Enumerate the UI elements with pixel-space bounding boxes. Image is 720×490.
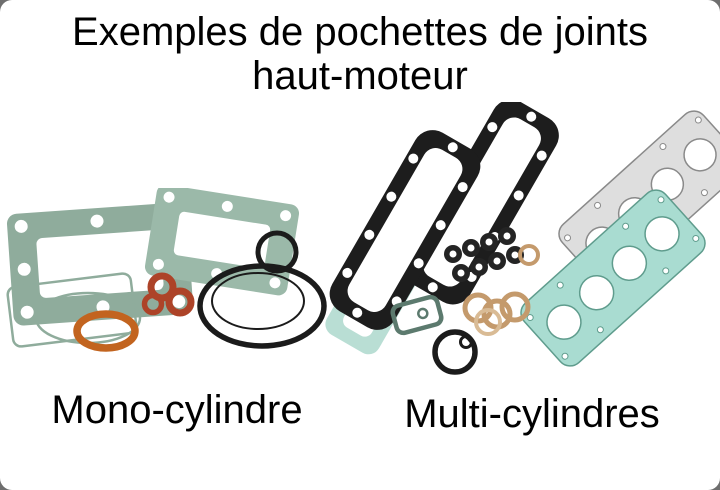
- black-orings: [197, 230, 327, 349]
- valve-stem-seals: [444, 227, 524, 282]
- caption-mono-cylinder: Mono-cylindre: [51, 388, 303, 432]
- page-title-line-1: Exemples de pochettes de joints: [72, 10, 648, 54]
- mono-cylinder-gasket-figure: [6, 188, 327, 352]
- black-oring-pair: [432, 329, 478, 375]
- page-title-line-2: haut-moteur: [252, 54, 468, 98]
- multi-cylinder-gasket-figure: [325, 102, 720, 375]
- copper-washers: [462, 244, 540, 336]
- small-cover-gasket: [390, 294, 444, 336]
- copper-ring: [73, 310, 139, 352]
- caption-multi-cylinder: Multi-cylindres: [404, 392, 660, 436]
- thin-gasket-outline: [6, 272, 138, 348]
- teal-head-gasket: [520, 189, 706, 367]
- page-title: Exemples de pochettes de joints haut-mot…: [0, 10, 720, 98]
- red-orings: [141, 272, 195, 317]
- valve-cover-gasket-front: [329, 130, 481, 330]
